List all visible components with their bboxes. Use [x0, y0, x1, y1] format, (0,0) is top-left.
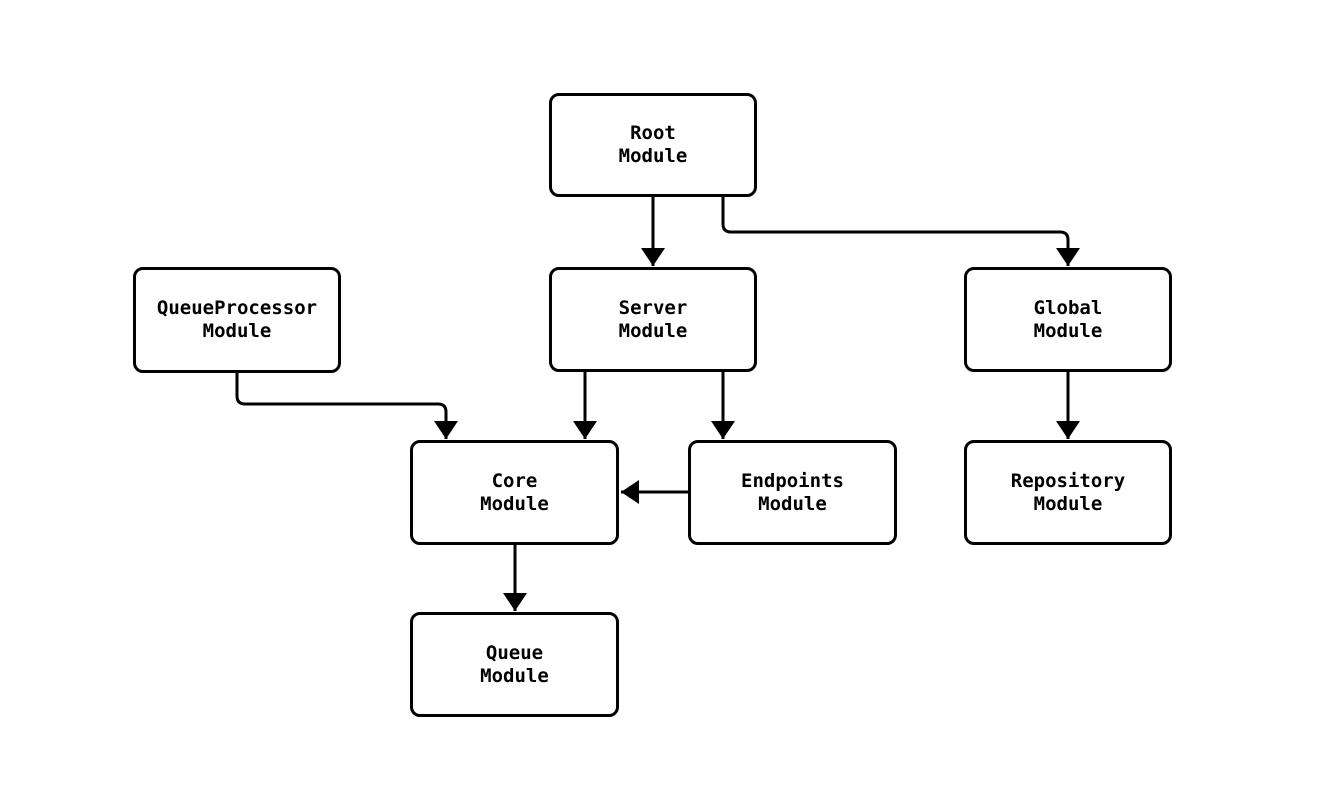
node-label-line: Server [618, 296, 688, 319]
node-label-line: Core [491, 469, 538, 492]
node-label-line: Module [1033, 492, 1103, 515]
node-label-line: Module [618, 145, 688, 167]
node-label-line: Module [758, 492, 827, 515]
node-label-line: Root [630, 122, 676, 144]
node-label-line: Module [480, 492, 549, 515]
edge-root-module-to-global-module [721, 197, 1080, 266]
edge-queueprocessor-module-to-core-module [235, 373, 458, 439]
node-label-line: Repository [1010, 469, 1126, 492]
node-label-line: Global [1033, 296, 1103, 319]
node-label-line: Module [480, 664, 549, 687]
node-label-line: Queue [485, 641, 544, 664]
node-label-line: Endpoints [741, 469, 844, 492]
node-label-line: Module [202, 320, 272, 342]
node-label-line: Module [618, 319, 688, 342]
node-label-line: QueueProcessor [156, 297, 318, 319]
node-label-line: Module [1033, 319, 1103, 342]
